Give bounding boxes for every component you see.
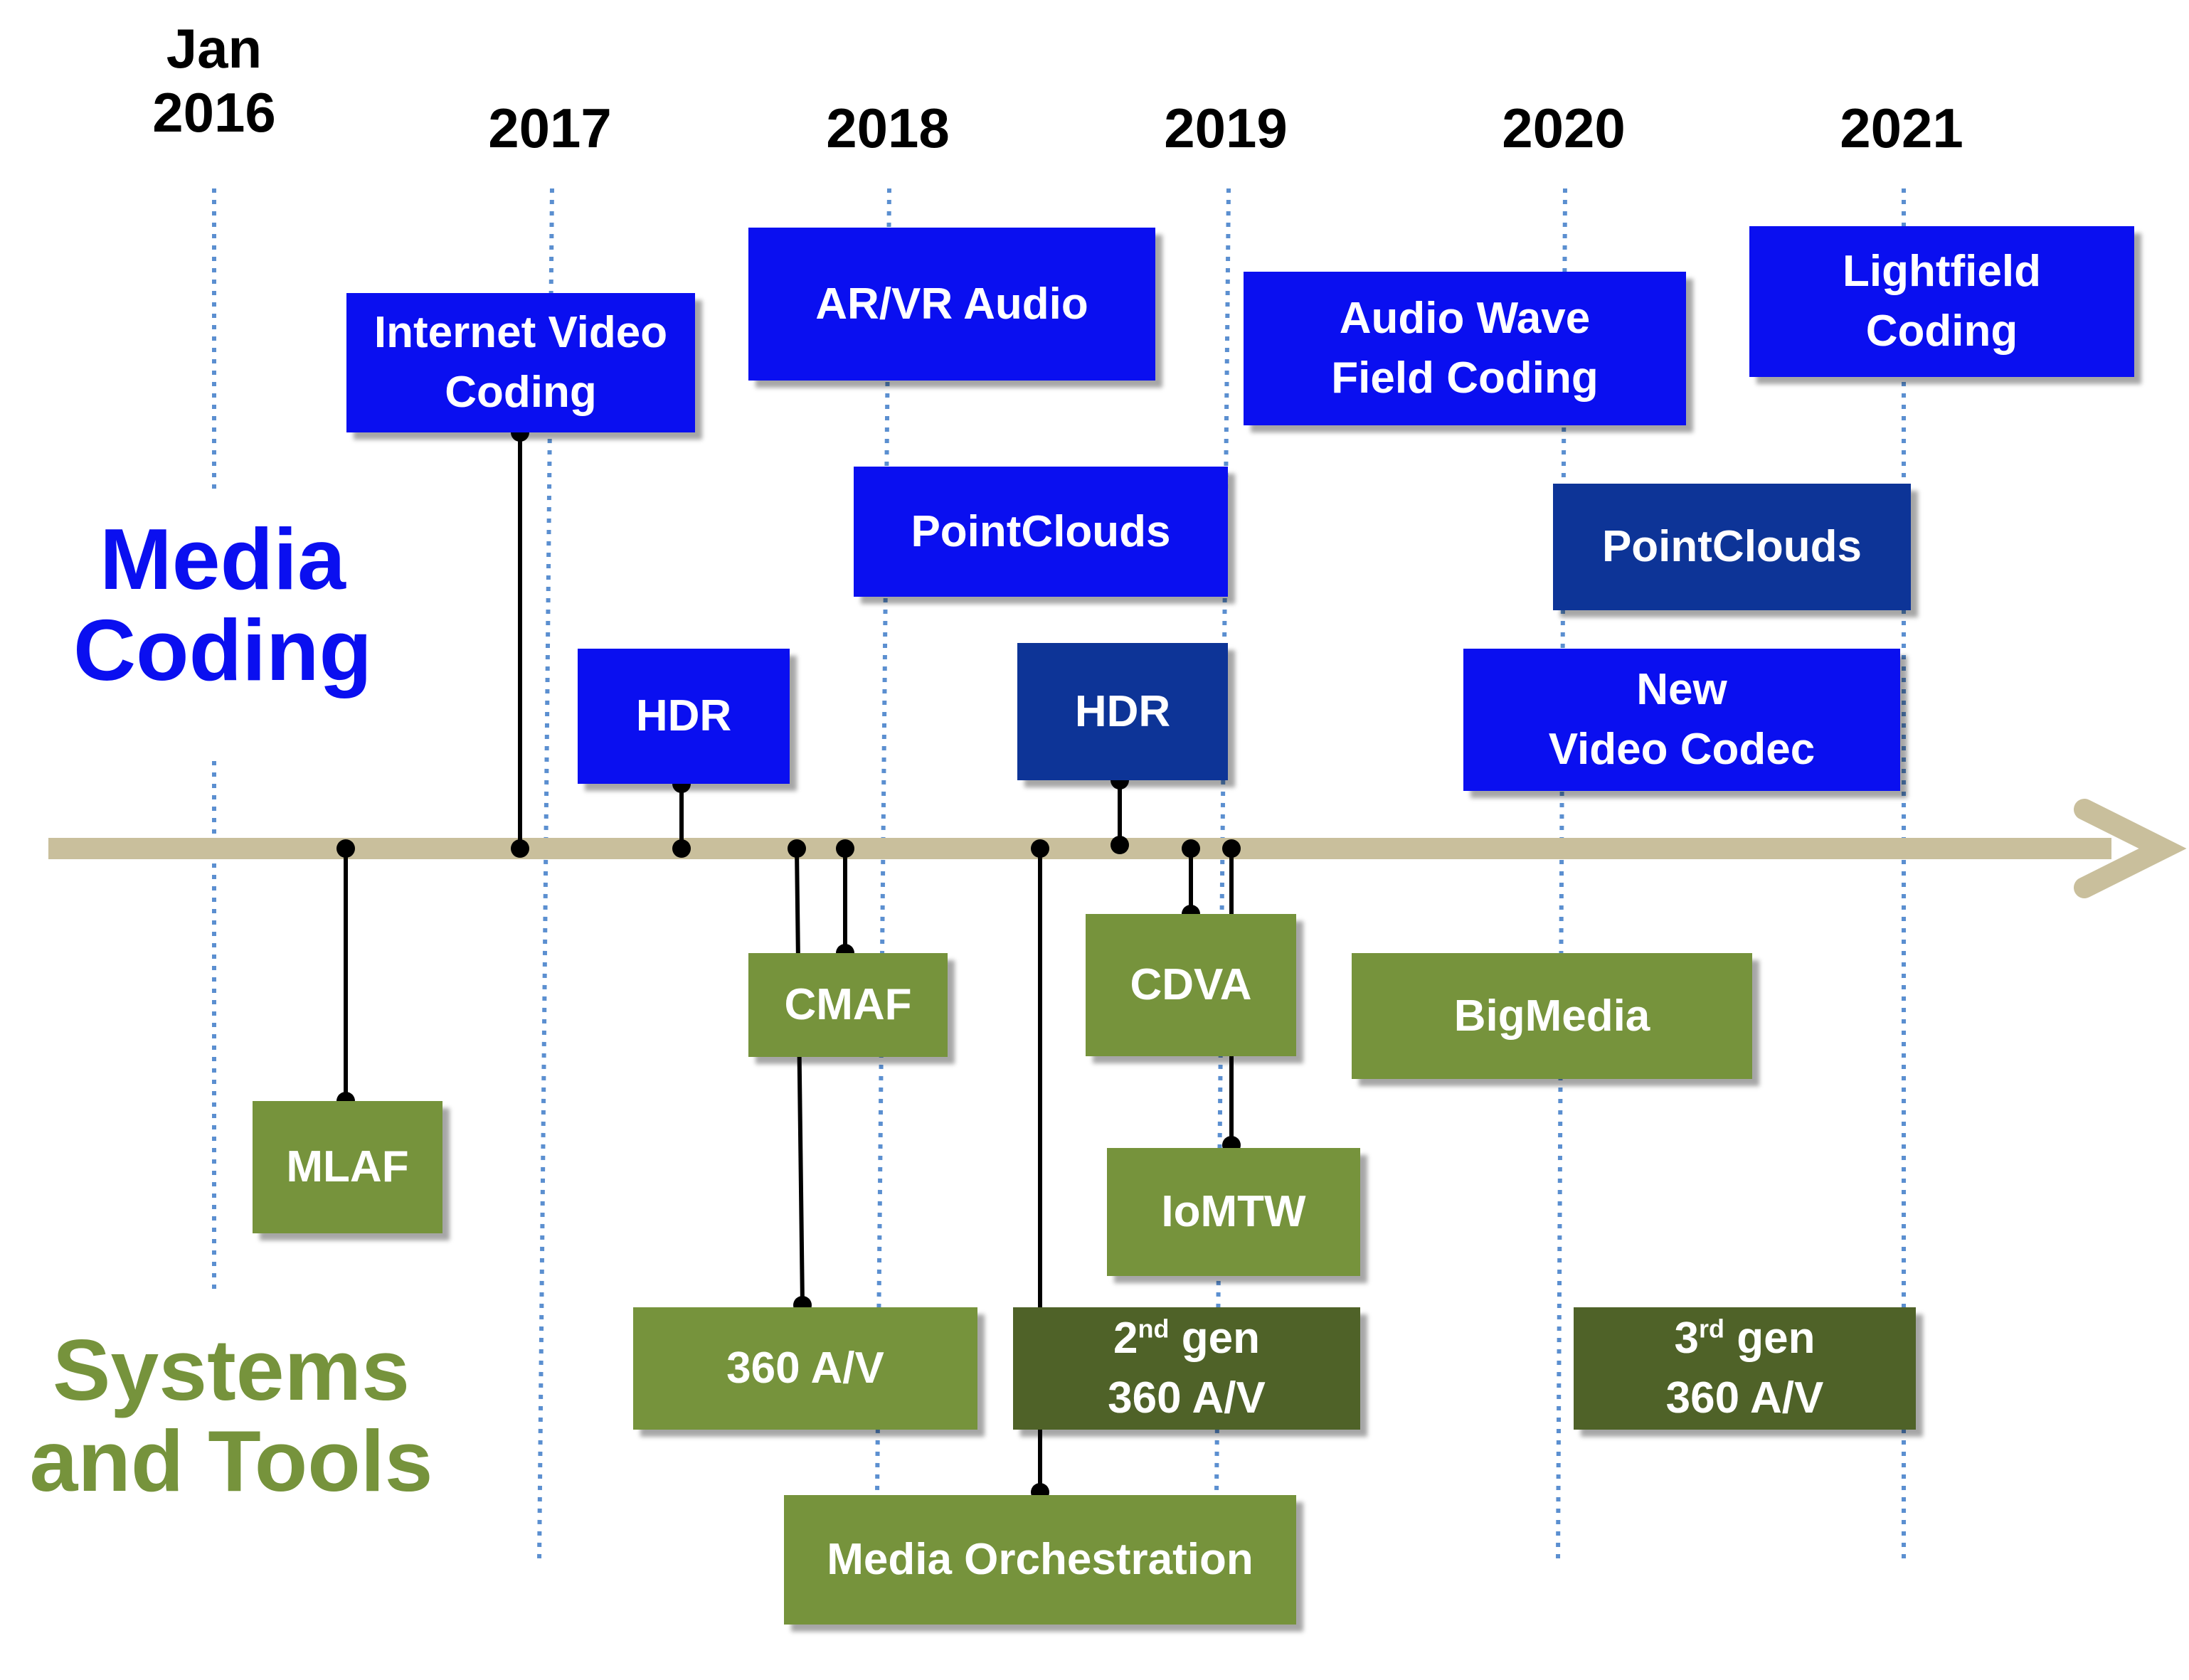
box-mlaf-label: MLAF: [286, 1142, 409, 1192]
section-systems-line2: and Tools: [29, 1413, 433, 1510]
box-mlaf: MLAF: [253, 1101, 442, 1233]
box-hdr-2-label: HDR: [1074, 686, 1171, 736]
dot-hdr-2-axis: [1111, 836, 1129, 854]
box-iomtw-label: IoMTW: [1161, 1187, 1306, 1237]
box-new-video-codec-line2: Video Codec: [1548, 725, 1816, 774]
connector-360av: [795, 848, 805, 1306]
box-internet-video-coding: Internet Video Coding: [346, 293, 695, 432]
box-media-orchestration: Media Orchestration: [784, 1495, 1296, 1625]
box-3rd-gen-line2: 360 A/V: [1665, 1373, 1824, 1423]
box-audio-wave-field-coding: Audio Wave Field Coding: [1244, 272, 1686, 425]
box-bigmedia: BigMedia: [1352, 953, 1752, 1079]
box-hdr-2: HDR: [1017, 643, 1228, 780]
box-iomtw: IoMTW: [1107, 1148, 1360, 1276]
box-hdr-1-label: HDR: [635, 691, 732, 741]
dot-iomtw-axis: [1222, 839, 1241, 858]
section-media-coding: Media Coding: [70, 514, 376, 696]
year-jan-label: Jan: [166, 17, 263, 80]
dot-hdr-1-axis: [672, 839, 691, 858]
connectors: [344, 432, 1234, 1492]
box-cdva: CDVA: [1086, 914, 1296, 1056]
year-label-2021: 2021: [1840, 97, 1963, 159]
dot-cdva-axis: [1182, 839, 1200, 858]
section-systems-tools: Systems and Tools: [21, 1324, 441, 1506]
year-2016-label: 2016: [152, 80, 276, 144]
box-media-orchestration-label: Media Orchestration: [827, 1535, 1253, 1585]
box-cmaf: CMAF: [748, 953, 948, 1057]
box-hdr-1: HDR: [578, 649, 790, 784]
box-new-video-codec-line1: New: [1636, 665, 1727, 715]
section-media-line2: Coding: [73, 602, 373, 699]
box-pointclouds-2-label: PointClouds: [1601, 522, 1862, 572]
box-pointclouds-1-label: PointClouds: [911, 506, 1171, 556]
box-new-video-codec: New Video Codec: [1463, 649, 1900, 791]
box-lightfield-coding: Lightfield Coding: [1749, 226, 2134, 377]
year-label-2020: 2020: [1502, 97, 1626, 159]
dot-media-orch-axis: [1031, 839, 1049, 858]
box-arvr-audio-label: AR/VR Audio: [815, 279, 1088, 329]
dot-internet-video-axis: [511, 839, 529, 858]
box-lightfield-line1: Lightfield: [1843, 247, 2041, 297]
year-label-2019: 2019: [1164, 97, 1288, 159]
box-internet-video-line1: Internet Video: [373, 308, 668, 358]
year-label-2018: 2018: [826, 97, 950, 159]
year-label-2017: 2017: [488, 97, 612, 159]
box-internet-video-line2: Coding: [445, 368, 597, 417]
box-cdva-label: CDVA: [1130, 960, 1252, 1010]
box-audio-wave-line1: Audio Wave: [1339, 294, 1591, 344]
box-arvr-audio: AR/VR Audio: [748, 228, 1155, 381]
box-pointclouds-1: PointClouds: [854, 467, 1228, 597]
box-bigmedia-label: BigMedia: [1453, 991, 1650, 1041]
box-audio-wave-line2: Field Coding: [1331, 353, 1599, 403]
box-360av: 360 A/V: [633, 1307, 977, 1430]
timeline-arrowhead: [2074, 799, 2187, 898]
box-2nd-gen-line1: 2nd gen: [1113, 1314, 1260, 1363]
box-lightfield-line2: Coding: [1865, 307, 2018, 356]
box-3rd-gen-line1: 3rd gen: [1674, 1314, 1816, 1363]
box-2nd-gen-360av: 2nd gen 360 A/V: [1013, 1307, 1360, 1430]
dot-cmaf-axis: [836, 839, 854, 858]
dot-mlaf-axis: [336, 839, 355, 858]
section-systems-line1: Systems: [53, 1322, 410, 1418]
box-cmaf-label: CMAF: [784, 980, 912, 1030]
box-3rd-gen-360av: 3rd gen 360 A/V: [1574, 1307, 1916, 1430]
dot-360av-axis: [788, 839, 806, 858]
timeline-bar: [48, 838, 2111, 859]
box-pointclouds-2: PointClouds: [1553, 484, 1911, 610]
year-label-2016: Jan 2016: [139, 17, 289, 144]
box-2nd-gen-line2: 360 A/V: [1108, 1373, 1266, 1423]
section-media-line1: Media: [100, 511, 346, 607]
box-360av-label: 360 A/V: [726, 1344, 884, 1393]
